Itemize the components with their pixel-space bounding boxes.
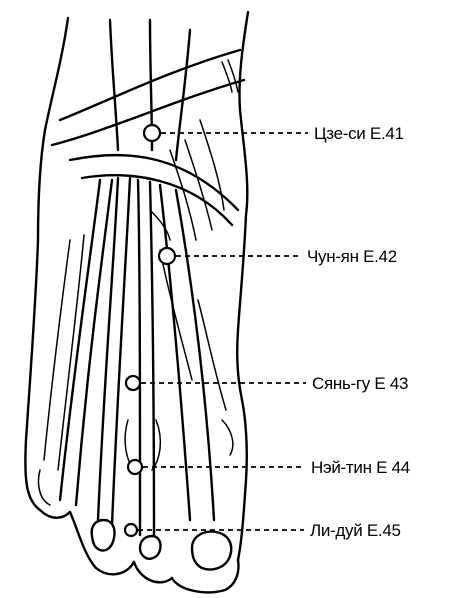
label-e44: Нэй-тин Е 44 bbox=[311, 458, 410, 477]
acupoint-e43 bbox=[126, 376, 140, 390]
acupoint-e42 bbox=[159, 248, 175, 264]
acupoint-e44 bbox=[128, 460, 142, 474]
acupoint-e41 bbox=[144, 125, 160, 141]
foot-illustration bbox=[25, 12, 248, 592]
label-e42: Чун-ян Е.42 bbox=[307, 247, 397, 266]
leader-lines bbox=[138, 133, 308, 530]
acupoint-labels: Цзе-си Е.41 Чун-ян Е.42 Сянь-гу Е 43 Нэй… bbox=[307, 124, 410, 540]
label-e45: Ли-дуй Е.45 bbox=[310, 521, 401, 540]
acupoint-e45 bbox=[125, 524, 137, 536]
label-e41: Цзе-си Е.41 bbox=[314, 124, 404, 143]
label-e43: Сянь-гу Е 43 bbox=[312, 374, 408, 393]
